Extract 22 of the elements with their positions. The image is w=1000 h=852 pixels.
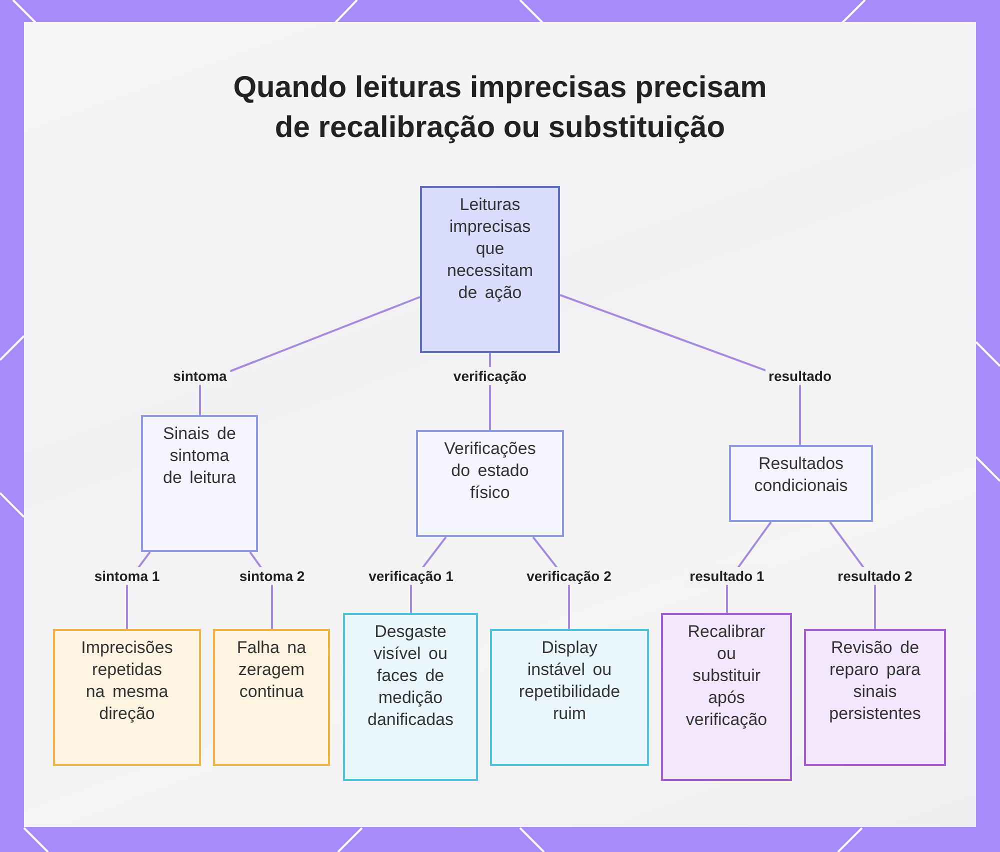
process-box [343, 613, 478, 781]
node-text: Revisão de reparo para sinais persistentes [828, 637, 922, 725]
process-box [141, 415, 258, 552]
process-box [661, 613, 792, 781]
node-text: Leituras imprecisas que necessitam de ação [446, 194, 534, 304]
node-text: Resultados condicionais [753, 453, 849, 497]
process-box [53, 629, 201, 766]
node-text: Falha na zeragem continua [236, 637, 308, 703]
node-text: Sinais de sintoma de leitura [162, 423, 237, 489]
node-text: Desgaste visível ou faces de medição danificadas [366, 621, 454, 731]
node-text: Verificações do estado físico [443, 438, 537, 504]
edge-label: verificação 1 [366, 567, 456, 585]
title: Quando leituras imprecisas precisam de recalibração ou substituição [232, 70, 768, 146]
process-box [729, 445, 873, 522]
process-box [416, 430, 564, 537]
process-box [420, 186, 560, 353]
process-box [804, 629, 946, 766]
node-text: Recalibrar ou substituir após verificação [684, 621, 768, 731]
node-text: Display instável ou repetibilidade ruim [518, 637, 622, 725]
node-text: Imprecisões repetidas na mesma direção [80, 637, 174, 725]
process-box [490, 629, 649, 766]
process-box [213, 629, 330, 766]
